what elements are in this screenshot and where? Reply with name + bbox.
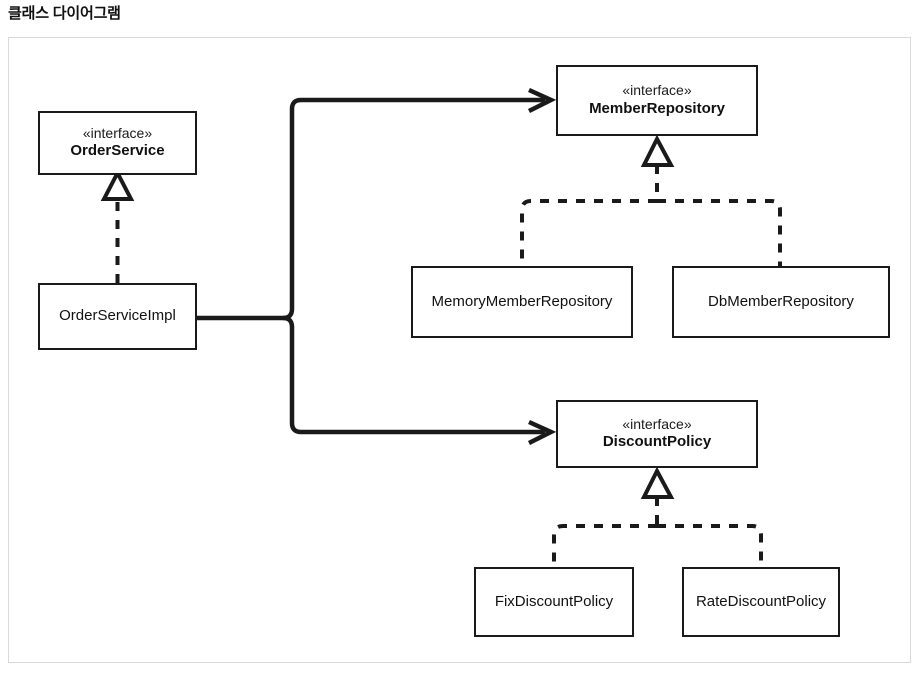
realization-dashed-branch-memory (520, 199, 657, 266)
class-name: MemberRepository (589, 99, 725, 117)
uml-node-memory-member-repository[interactable]: MemoryMemberRepository (411, 266, 633, 338)
class-name: OrderServiceImpl (59, 307, 176, 325)
open-arrow-icon (527, 87, 557, 114)
class-name: MemoryMemberRepository (431, 292, 613, 310)
edge-impl-association-fork (197, 87, 557, 446)
edge-discount-policy-realization-fork (552, 466, 763, 567)
hollow-triangle-icon (100, 168, 135, 201)
uml-node-fix-discount-policy[interactable]: FixDiscountPolicy (474, 567, 634, 637)
class-name: DiscountPolicy (602, 433, 712, 451)
open-arrow-icon (527, 419, 557, 446)
hollow-triangle-icon (640, 134, 675, 167)
class-name: DbMemberRepository (708, 292, 854, 310)
hollow-triangle-icon (640, 466, 675, 499)
uml-node-member-repository[interactable]: «interface» MemberRepository (556, 65, 758, 136)
edge-member-repository-realization-fork (520, 134, 782, 266)
edge-impl-realizes-order-service (100, 168, 135, 283)
realization-dashed-branch-rate (657, 524, 763, 567)
realization-dashed-branch-fix (552, 524, 657, 567)
uml-node-order-service-impl[interactable]: OrderServiceImpl (38, 283, 197, 350)
class-name: RateDiscountPolicy (695, 592, 827, 610)
stereotype-label: «interface» (622, 415, 692, 432)
uml-node-discount-policy[interactable]: «interface» DiscountPolicy (556, 400, 758, 468)
uml-node-order-service[interactable]: «interface» OrderService (38, 111, 197, 175)
uml-node-db-member-repository[interactable]: DbMemberRepository (672, 266, 890, 338)
realization-dashed-branch-db (657, 199, 782, 266)
uml-node-rate-discount-policy[interactable]: RateDiscountPolicy (682, 567, 840, 637)
stereotype-label: «interface» (82, 124, 153, 141)
association-branch-discount-policy (282, 315, 545, 435)
stereotype-label: «interface» (622, 82, 692, 99)
class-name: OrderService (70, 142, 165, 160)
page-title: 클래스 다이어그램 (8, 5, 121, 22)
class-name: FixDiscountPolicy (494, 592, 614, 610)
